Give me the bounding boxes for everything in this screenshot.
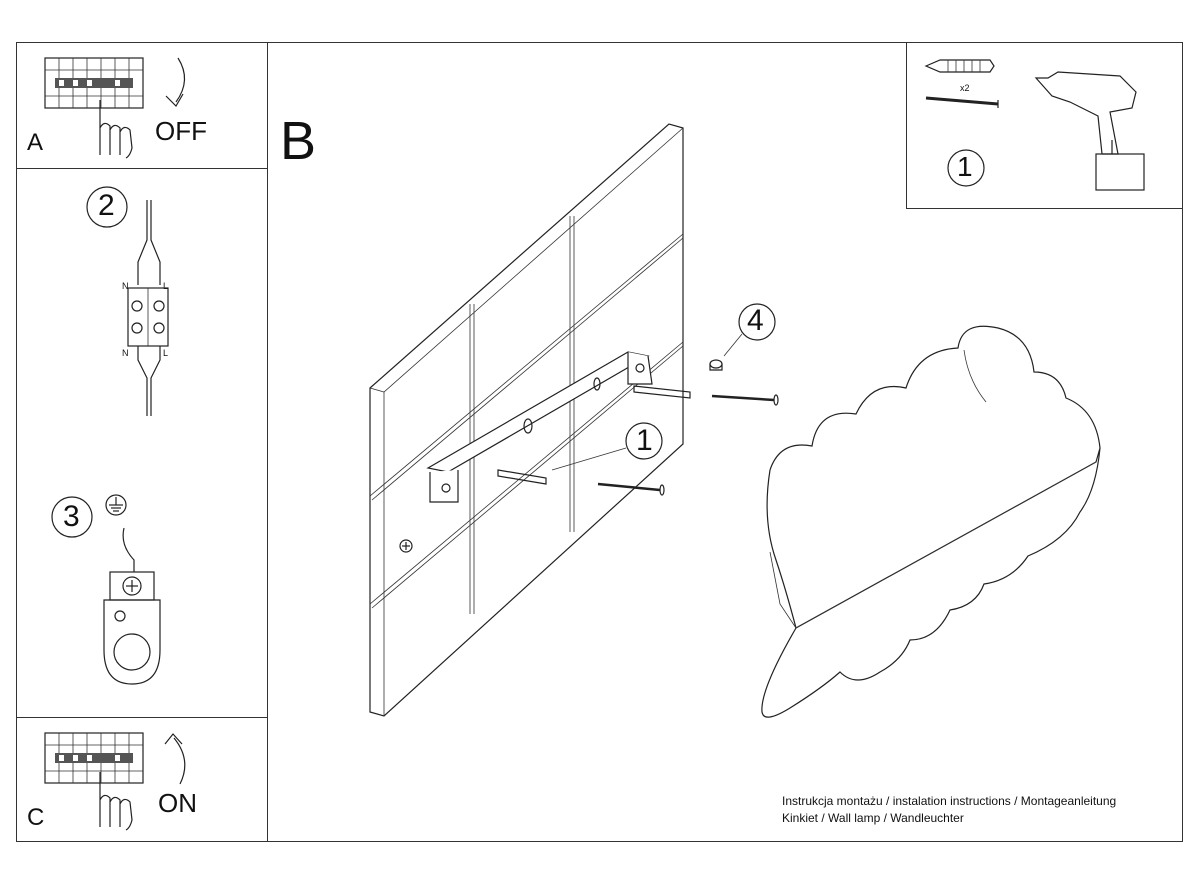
wall-plug-icon xyxy=(497,385,691,485)
terminal-label-n-top: N xyxy=(122,281,129,291)
panel-a-state: OFF xyxy=(155,116,207,146)
circuit-breaker-icon xyxy=(44,732,144,784)
tools-box xyxy=(906,42,1183,209)
cap-callout-number: 4 xyxy=(747,304,764,337)
panel-c-state: ON xyxy=(158,788,197,818)
screw-cap-icon xyxy=(709,359,723,371)
wall-plug-icon xyxy=(924,59,995,73)
screw-callout xyxy=(551,422,663,471)
drill-icon xyxy=(1034,71,1145,191)
step3-number: 3 xyxy=(63,500,80,533)
screw-icon xyxy=(597,394,779,496)
tools-number-circle xyxy=(947,149,985,187)
ground-terminal-icon xyxy=(103,527,161,685)
mounting-bracket xyxy=(426,351,653,503)
panel-b-letter: B xyxy=(280,111,317,171)
panel-c-box xyxy=(16,717,268,842)
arrow-icon xyxy=(165,57,186,107)
main-frame xyxy=(16,42,1183,842)
cap-callout xyxy=(723,303,776,357)
tools-number: 1 xyxy=(957,151,973,182)
footer-line-2: Kinkiet / Wall lamp / Wandleuchter xyxy=(782,811,964,825)
terminal-label-n-bottom: N xyxy=(122,348,129,358)
panel-a-letter: A xyxy=(27,129,44,156)
hand-icon xyxy=(99,100,133,159)
wall-screw-head-icon xyxy=(399,539,413,553)
wall-panel xyxy=(369,123,684,717)
step2-circle xyxy=(86,186,128,228)
arrow-icon xyxy=(164,733,186,785)
terminal-block-icon xyxy=(127,200,169,416)
left-column-divider xyxy=(267,42,268,842)
circuit-breaker-icon xyxy=(44,57,144,109)
step2-number: 2 xyxy=(98,189,115,222)
terminal-label-l-bottom: L xyxy=(163,348,169,358)
terminal-label-l-top: L xyxy=(163,281,169,291)
cloud-lamp xyxy=(761,325,1101,718)
ground-symbol-icon xyxy=(105,494,127,516)
step3-circle xyxy=(51,496,93,538)
hand-icon xyxy=(99,772,133,831)
footer-line-1: Instrukcja montażu / instalation instruc… xyxy=(782,794,1117,808)
screw-callout-number: 1 xyxy=(636,424,653,457)
panel-c-letter: C xyxy=(27,804,45,831)
screw-icon xyxy=(925,96,999,108)
tools-quantity: x2 xyxy=(960,83,970,93)
